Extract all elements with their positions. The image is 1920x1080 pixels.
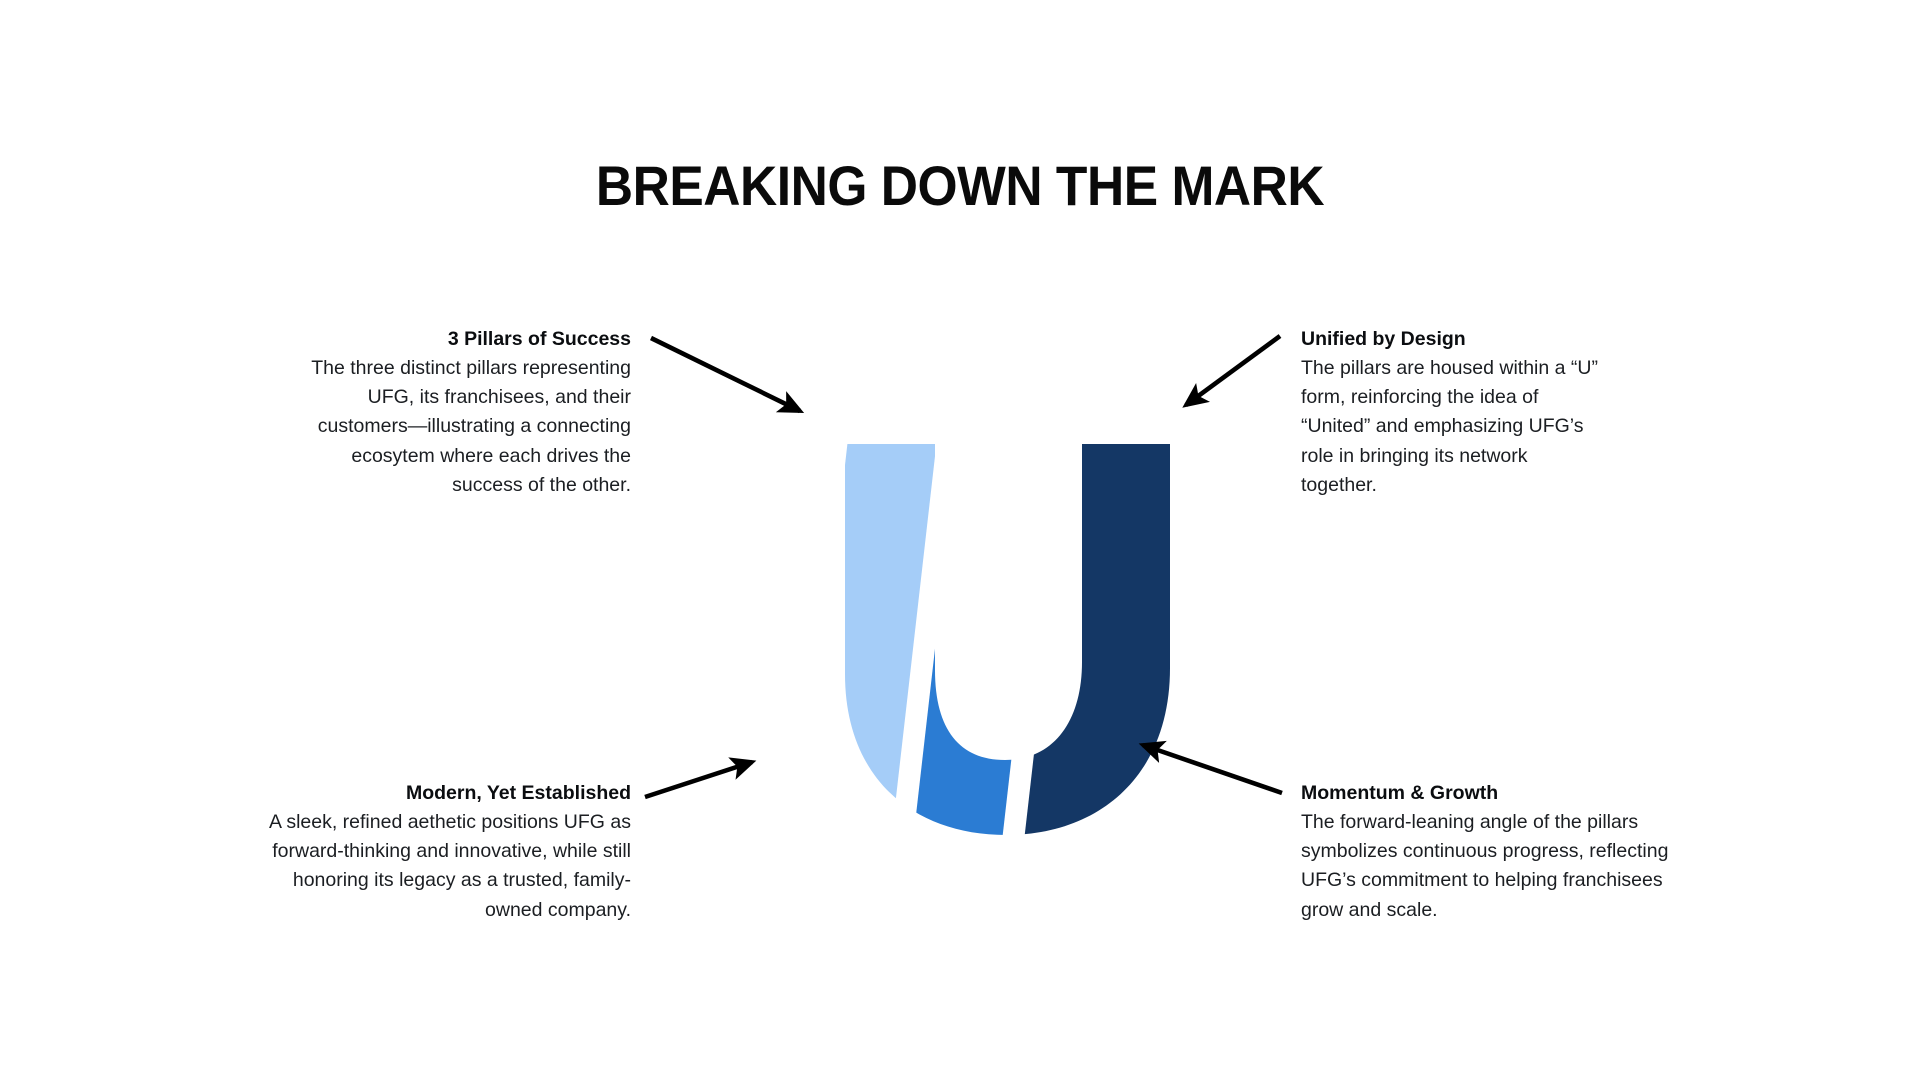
ufg-logo-mark <box>770 430 1190 850</box>
annotation-modern-yet-established: Modern, Yet Established A sleek, refined… <box>250 779 631 925</box>
pillar-medium <box>912 444 1049 835</box>
pillar-light <box>845 444 938 835</box>
annotation-momentum-and-growth: Momentum & Growth The forward-leaning an… <box>1301 779 1691 925</box>
annotation-body: The three distinct pillars representing … <box>311 357 631 496</box>
arrow-to-mark-top-left <box>649 335 805 414</box>
annotation-title: Unified by Design <box>1301 328 1466 350</box>
annotation-title: Momentum & Growth <box>1301 782 1499 804</box>
arrow-to-mark-top-right <box>1182 334 1282 408</box>
page-title: BREAKING DOWN THE MARK <box>595 154 1325 217</box>
annotation-unified-by-design: Unified by Design The pillars are housed… <box>1301 325 1601 500</box>
pillar-dark <box>1023 444 1170 835</box>
annotation-title: 3 Pillars of Success <box>447 328 631 350</box>
logo-mark-svg <box>845 444 1170 835</box>
arrow-to-mark-bottom-left <box>644 757 757 800</box>
annotation-body: A sleek, refined aethetic positions UFG … <box>268 811 631 921</box>
annotation-3-pillars-of-success: 3 Pillars of Success The three distinct … <box>291 325 631 500</box>
annotation-body: The forward-leaning angle of the pillars… <box>1301 811 1669 921</box>
annotation-title: Modern, Yet Established <box>405 782 631 804</box>
annotation-body: The pillars are housed within a “U” form… <box>1301 357 1598 496</box>
